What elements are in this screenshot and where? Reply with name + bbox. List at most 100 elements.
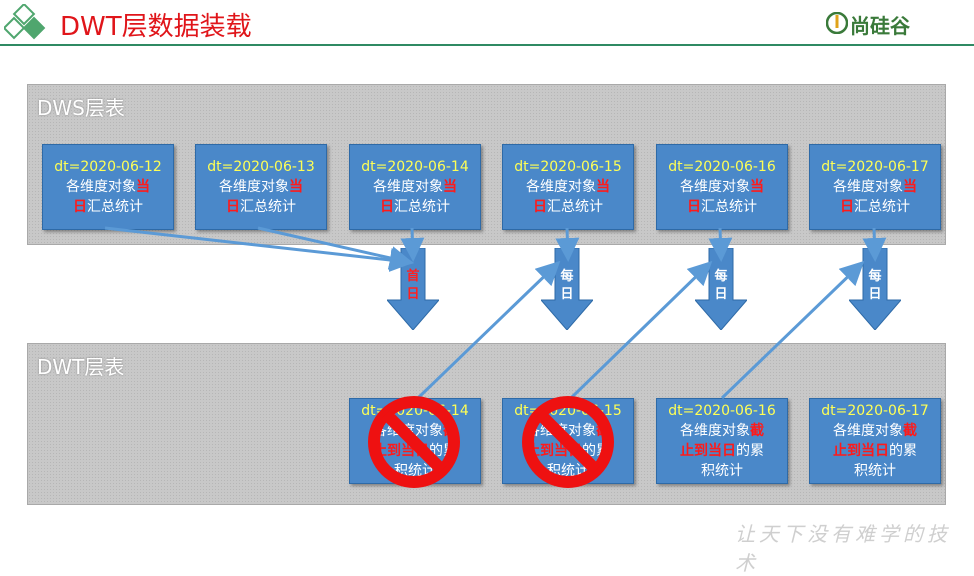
card-highlight: 日 bbox=[533, 199, 547, 215]
connector-line bbox=[708, 227, 733, 262]
prohibited-icon bbox=[522, 396, 614, 488]
card-text: 汇总统计 bbox=[701, 199, 757, 215]
card-date: dt=2020-06-12 bbox=[54, 159, 162, 175]
card-text: 各维度对象 bbox=[66, 179, 136, 195]
card-text: 汇总统计 bbox=[394, 199, 450, 215]
card-date: dt=2020-06-15 bbox=[514, 159, 622, 175]
arrow-char: 每 bbox=[868, 269, 882, 284]
card-line: 各维度对象当 bbox=[680, 177, 764, 197]
card-line: dt=2020-06-14 bbox=[361, 157, 468, 177]
card-text: 各维度对象 bbox=[373, 179, 443, 195]
card-line: 日汇总统计 bbox=[687, 197, 757, 217]
brand-logo-icon bbox=[826, 12, 848, 34]
arrow-char: 日 bbox=[406, 287, 420, 302]
card-line: dt=2020-06-13 bbox=[207, 157, 314, 177]
card-highlight: 止到当日 bbox=[833, 443, 889, 459]
card-date: dt=2020-06-16 bbox=[668, 159, 776, 175]
card-text: 各维度对象 bbox=[680, 179, 750, 195]
dws-panel bbox=[27, 84, 946, 245]
card-line: 日汇总统计 bbox=[533, 197, 603, 217]
card-text: 各维度对象 bbox=[833, 179, 903, 195]
card-line: 各维度对象当 bbox=[66, 177, 150, 197]
card-line: 各维度对象当 bbox=[373, 177, 457, 197]
card-highlight: 止到当日 bbox=[680, 443, 736, 459]
arrow-char: 日 bbox=[560, 287, 574, 302]
card-line: 止到当日的累 bbox=[833, 441, 917, 461]
card-line: dt=2020-06-12 bbox=[54, 157, 161, 177]
card-line: 日汇总统计 bbox=[226, 197, 296, 217]
dws-card: dt=2020-06-17 各维度对象当日汇总统计 bbox=[809, 144, 941, 230]
arrow-char: 每 bbox=[560, 269, 574, 284]
card-highlight: 日 bbox=[840, 199, 854, 215]
card-line: dt=2020-06-16 bbox=[668, 401, 775, 421]
card-line: 各维度对象当 bbox=[526, 177, 610, 197]
down-arrow: 首日 bbox=[385, 247, 441, 334]
card-line: 积统计 bbox=[854, 461, 896, 481]
card-highlight: 当 bbox=[136, 179, 150, 195]
card-line: dt=2020-06-17 bbox=[821, 401, 928, 421]
card-text: 汇总统计 bbox=[240, 199, 296, 215]
card-highlight: 当 bbox=[289, 179, 303, 195]
card-text: 的累 bbox=[889, 443, 917, 459]
dwt-panel-label: DWT层表 bbox=[37, 355, 125, 379]
connector-line bbox=[416, 260, 561, 400]
card-highlight: 当 bbox=[443, 179, 457, 195]
page-title: DWT层数据装载 bbox=[60, 12, 252, 42]
card-date: dt=2020-06-16 bbox=[668, 403, 776, 419]
card-line: 日汇总统计 bbox=[840, 197, 910, 217]
arrow-char: 日 bbox=[868, 287, 882, 302]
card-line: 日汇总统计 bbox=[73, 197, 143, 217]
connector-line bbox=[862, 227, 887, 262]
down-arrow: 每日 bbox=[693, 247, 749, 334]
card-text: 积统计 bbox=[854, 463, 896, 479]
card-text: 各维度对象 bbox=[680, 423, 750, 439]
brand-name: 尚硅谷 bbox=[850, 14, 910, 38]
card-text: 汇总统计 bbox=[547, 199, 603, 215]
header-divider bbox=[0, 44, 974, 46]
card-date: dt=2020-06-14 bbox=[361, 159, 469, 175]
arrow-label: 每日 bbox=[557, 268, 577, 304]
arrow-char: 每 bbox=[714, 269, 728, 284]
flow-connectors bbox=[104, 226, 887, 488]
down-arrow: 每日 bbox=[847, 247, 903, 334]
card-highlight: 当 bbox=[596, 179, 610, 195]
arrow-label: 首日 bbox=[403, 268, 423, 304]
card-text: 各维度对象 bbox=[833, 423, 903, 439]
card-text: 汇总统计 bbox=[87, 199, 143, 215]
connector-line bbox=[555, 227, 580, 262]
connector-line bbox=[569, 260, 713, 400]
card-date: dt=2020-06-17 bbox=[821, 159, 929, 175]
card-text: 各维度对象 bbox=[526, 179, 596, 195]
card-highlight: 当 bbox=[903, 179, 917, 195]
card-line: 积统计 bbox=[701, 461, 743, 481]
connector-line bbox=[720, 260, 865, 400]
card-text: 积统计 bbox=[701, 463, 743, 479]
card-highlight: 截 bbox=[903, 423, 917, 439]
arrow-char: 日 bbox=[714, 287, 728, 302]
card-line: dt=2020-06-16 bbox=[668, 157, 775, 177]
dws-panel-label: DWS层表 bbox=[37, 96, 125, 120]
card-line: 日汇总统计 bbox=[380, 197, 450, 217]
card-highlight: 截 bbox=[750, 423, 764, 439]
watermark: 让天下没有难学的技术 bbox=[735, 522, 951, 575]
connector-line bbox=[400, 227, 425, 262]
dwt-panel bbox=[27, 343, 946, 505]
card-highlight: 当 bbox=[750, 179, 764, 195]
card-date: dt=2020-06-17 bbox=[821, 403, 929, 419]
card-line: 各维度对象截 bbox=[680, 421, 764, 441]
card-line: 各维度对象当 bbox=[219, 177, 303, 197]
prohibited-icon bbox=[368, 396, 460, 488]
card-highlight: 日 bbox=[687, 199, 701, 215]
card-line: dt=2020-06-17 bbox=[821, 157, 928, 177]
connector-line bbox=[257, 226, 414, 270]
card-text: 汇总统计 bbox=[854, 199, 910, 215]
arrow-char: 首 bbox=[406, 269, 420, 284]
logo-diamonds-icon bbox=[4, 4, 46, 40]
card-text: 各维度对象 bbox=[219, 179, 289, 195]
